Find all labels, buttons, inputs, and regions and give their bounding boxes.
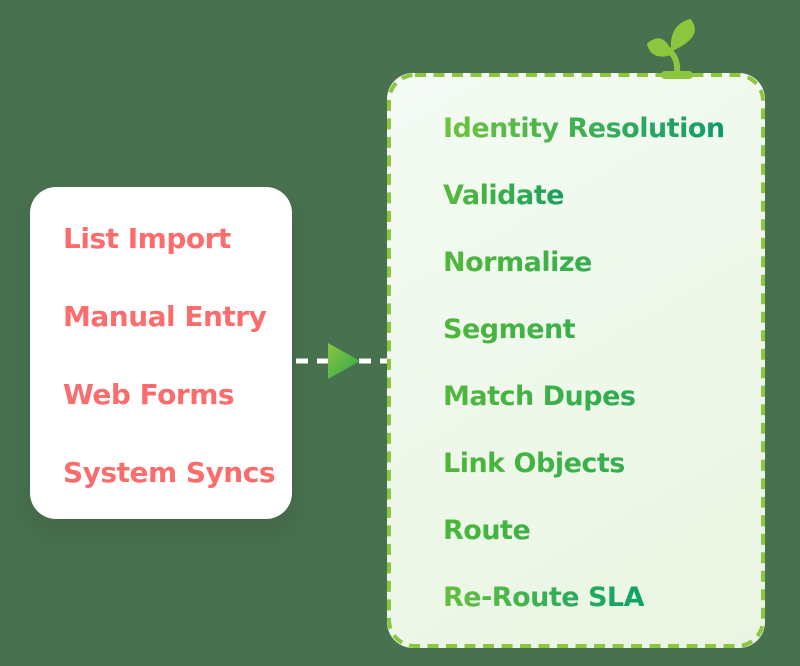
process-item-normalize: Normalize	[443, 247, 592, 278]
process-item-segment: Segment	[443, 314, 576, 345]
source-item-manual-entry: Manual Entry	[63, 299, 267, 333]
sprout-icon	[647, 19, 695, 79]
process-item-match-dupes: Match Dupes	[443, 381, 636, 412]
process-item-route: Route	[443, 515, 531, 546]
sources-card: List Import Manual Entry Web Forms Syste…	[30, 187, 292, 519]
source-item-list-import: List Import	[63, 221, 231, 255]
source-item-web-forms: Web Forms	[63, 377, 235, 411]
process-card: Identity Resolution Validate Normalize S…	[387, 73, 765, 648]
source-item-system-syncs: System Syncs	[63, 455, 276, 489]
process-item-identity-resolution: Identity Resolution	[443, 113, 725, 144]
flow-arrow-icon	[296, 343, 388, 379]
process-item-link-objects: Link Objects	[443, 448, 625, 479]
process-item-re-route-sla: Re-Route SLA	[443, 582, 645, 613]
process-item-validate: Validate	[443, 180, 564, 211]
